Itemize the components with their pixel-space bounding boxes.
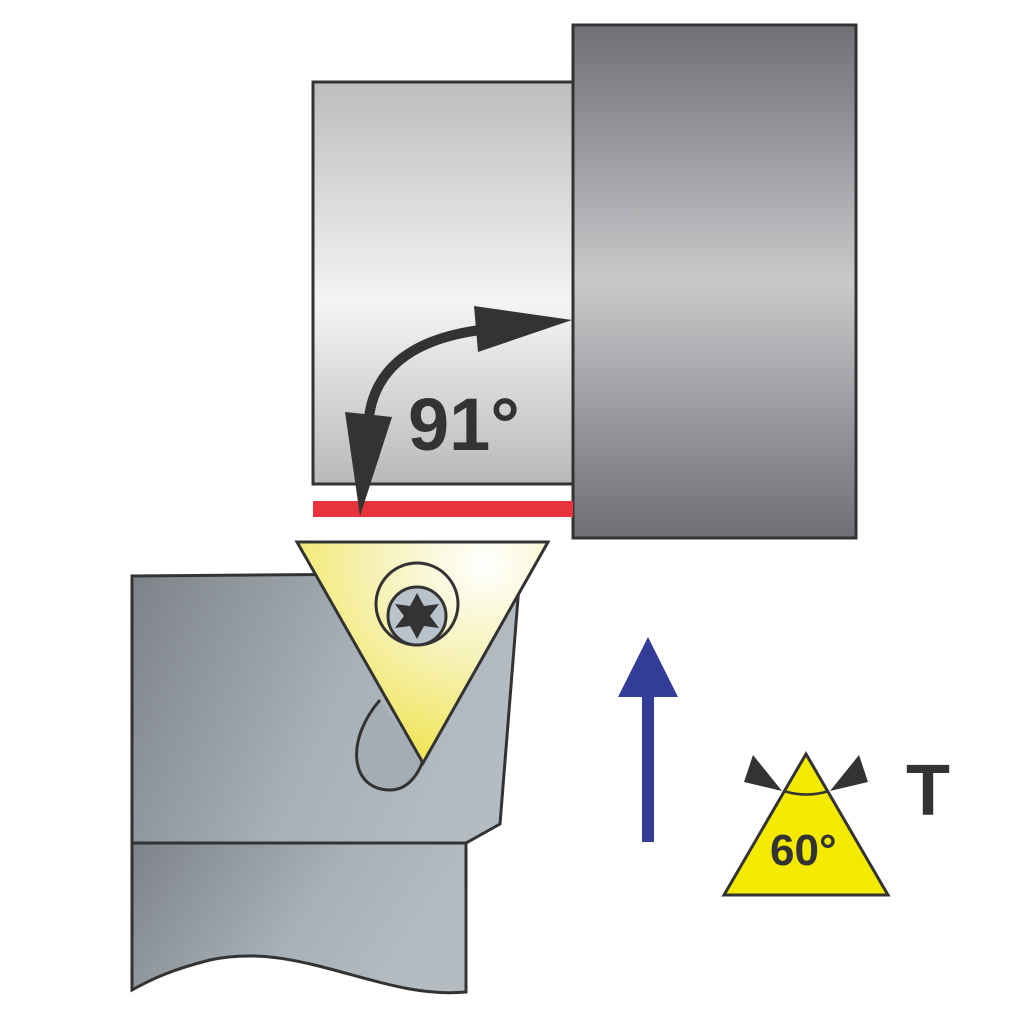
workpiece-large-diameter	[571, 23, 858, 540]
feed-direction-arrow-icon	[618, 637, 678, 842]
lead-angle-label: 91°	[408, 383, 520, 466]
machined-surface-line	[313, 501, 573, 517]
angle-arrow-left-icon	[744, 755, 782, 791]
angle-arrow-right-icon	[830, 755, 868, 791]
lead-angle-arrow-icon	[345, 306, 572, 516]
triangular-insert	[294, 540, 551, 767]
insert-shape-symbol	[721, 751, 891, 897]
insert-angle-label: 60°	[770, 826, 837, 875]
torx-screw-icon	[395, 593, 439, 639]
insert-shape-code: T	[906, 751, 950, 831]
